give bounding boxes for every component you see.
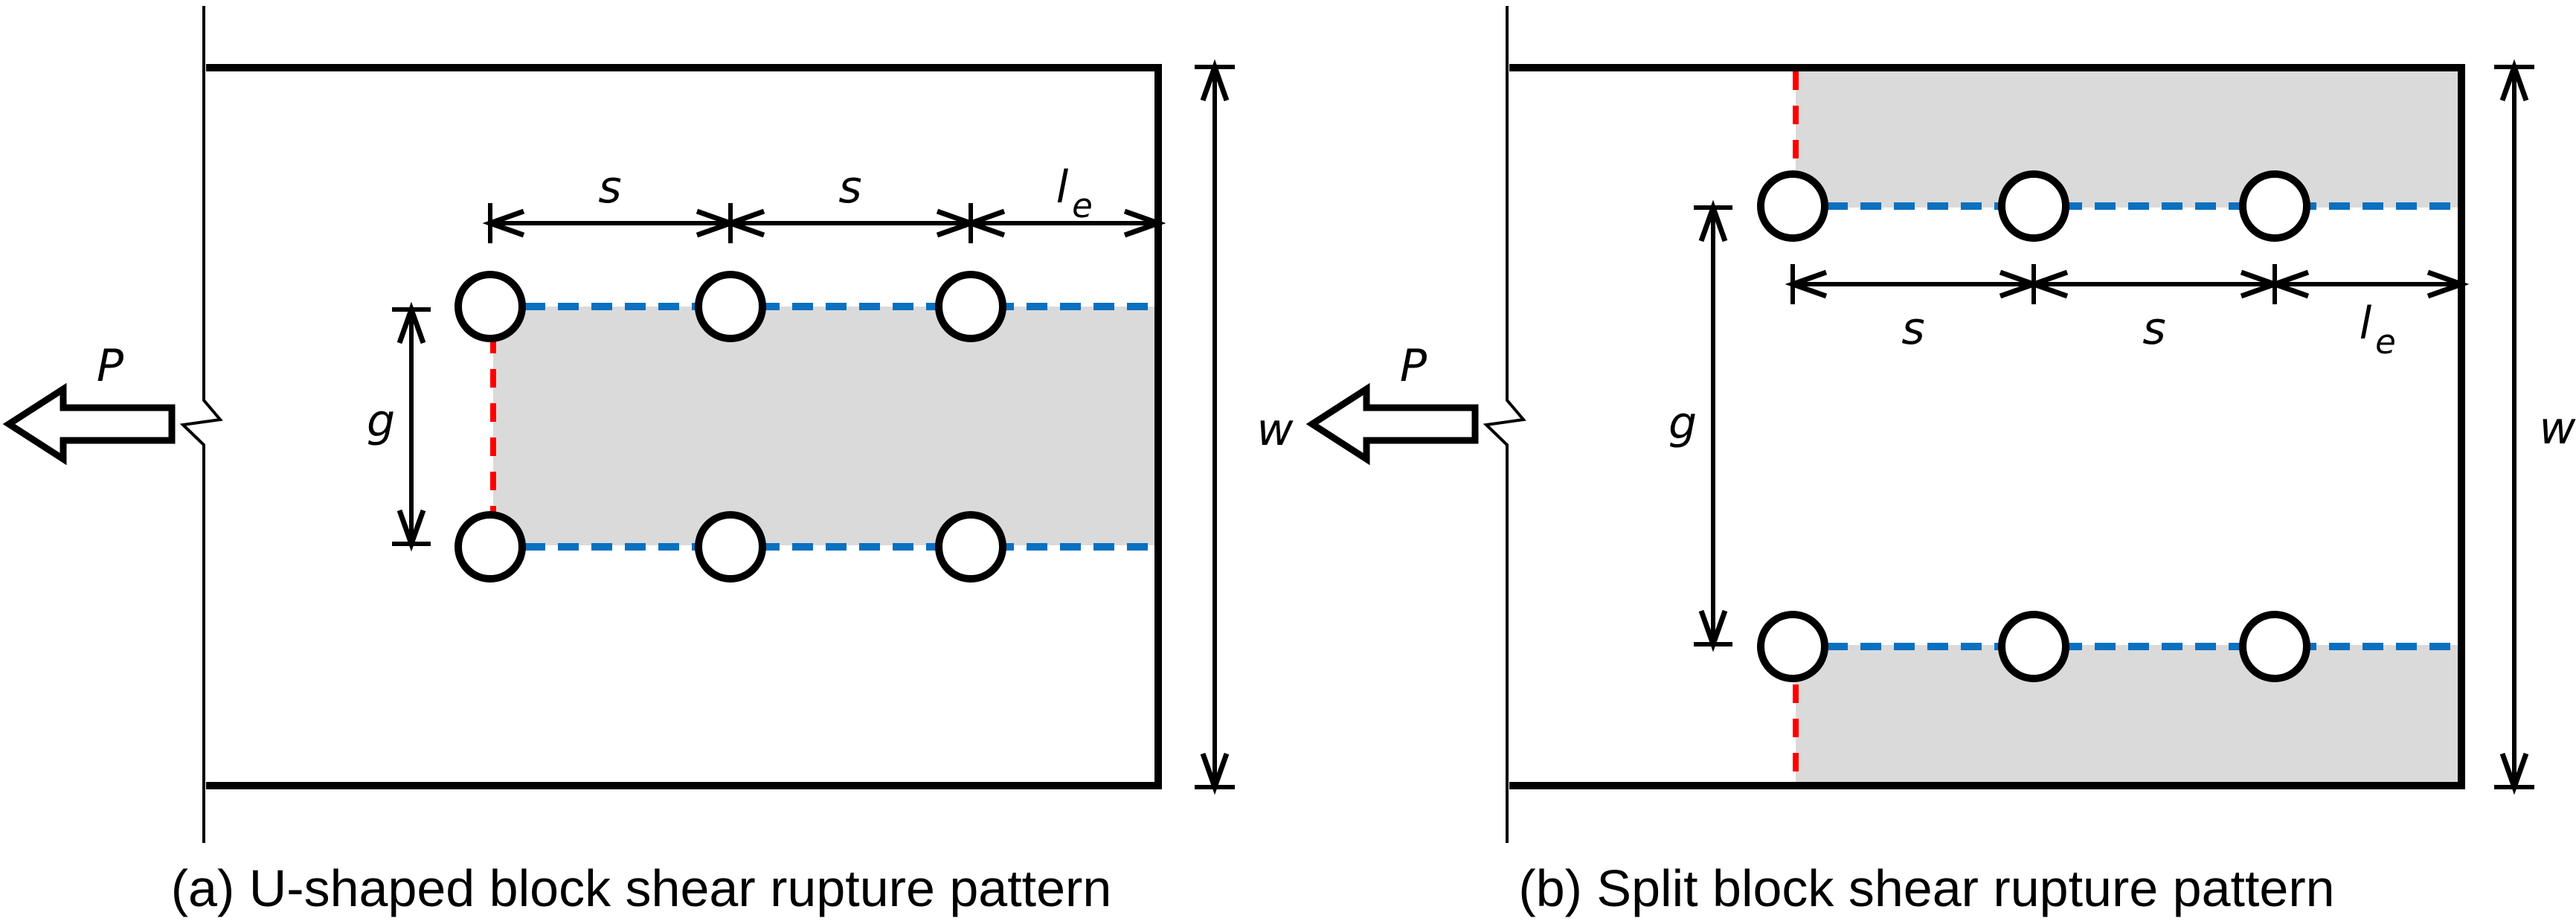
- arrowhead-left-icon: [1785, 269, 1828, 299]
- bolt-hole: [2239, 170, 2310, 242]
- dimension-width: w: [2494, 59, 2576, 795]
- bolt-hole: [1998, 170, 2069, 242]
- caption-a: (a) U-shaped block shear rupture pattern: [171, 859, 1112, 917]
- arrowhead-left-icon: [482, 208, 525, 238]
- arrowhead-up-icon: [396, 301, 426, 344]
- dimension-pitch-chain: s s l e: [1785, 264, 2470, 362]
- arrowhead-up-icon: [1698, 199, 1728, 243]
- edge-distance-label: l: [2360, 298, 2372, 350]
- edge-distance-subscript: e: [1072, 186, 1093, 225]
- arrowhead-down-icon: [1698, 609, 1728, 652]
- dimension-gauge: g: [1668, 199, 1732, 652]
- arrowhead-down-icon: [2499, 752, 2529, 795]
- bolt-hole: [935, 511, 1006, 583]
- load-label: P: [97, 340, 124, 392]
- arrowhead-right-icon: [1123, 208, 1166, 238]
- diagram-a-u-shaped: P s s l e g: [2, 6, 1294, 917]
- dimension-gauge: g: [367, 301, 431, 552]
- bolt-hole: [1757, 170, 1828, 242]
- dimension-width: w: [1195, 59, 1294, 795]
- dimension-pitch-chain: s s l e: [482, 161, 1166, 243]
- arrowhead-up-icon: [2499, 59, 2529, 102]
- load-arrow: [2, 382, 176, 466]
- gauge-label: g: [1668, 397, 1697, 449]
- bolt-hole: [695, 511, 766, 583]
- diagram-b-split: P s s l e g: [1305, 6, 2576, 917]
- pitch-label: s: [1901, 303, 1924, 355]
- width-label: w: [2539, 402, 2576, 455]
- load-label: P: [1400, 340, 1427, 392]
- bolt-hole: [455, 511, 526, 583]
- arrowhead-down-icon: [1200, 752, 1230, 795]
- bolt-hole: [1757, 611, 1828, 682]
- load-arrow: [1305, 382, 1479, 466]
- bolt-hole: [2239, 611, 2310, 682]
- pitch-label: s: [598, 161, 621, 214]
- arrowhead-left-icon: [2026, 269, 2069, 299]
- bolt-hole: [455, 271, 526, 342]
- pitch-label: s: [2142, 303, 2165, 355]
- arrowhead-left-icon: [722, 208, 765, 238]
- block-shear-region: [493, 307, 1158, 545]
- bolt-hole: [695, 271, 766, 342]
- edge-distance-subscript: e: [2375, 322, 2396, 362]
- break-line: [179, 6, 223, 843]
- arrowhead-up-icon: [1200, 59, 1230, 102]
- block-shear-region-bottom: [1796, 645, 2461, 786]
- arrowhead-down-icon: [396, 509, 426, 552]
- bolt-hole: [1998, 611, 2069, 682]
- edge-distance-label: l: [1056, 161, 1069, 214]
- arrowhead-right-icon: [2426, 269, 2470, 299]
- pitch-label: s: [838, 161, 861, 214]
- width-label: w: [1256, 404, 1294, 456]
- block-shear-region-top: [1796, 68, 2461, 208]
- break-line: [1483, 6, 1526, 843]
- gauge-label: g: [367, 395, 395, 447]
- bolt-hole: [935, 271, 1006, 342]
- caption-b: (b) Split block shear rupture pattern: [1518, 859, 2334, 917]
- arrowhead-left-icon: [963, 208, 1006, 238]
- arrowhead-left-icon: [2267, 269, 2310, 299]
